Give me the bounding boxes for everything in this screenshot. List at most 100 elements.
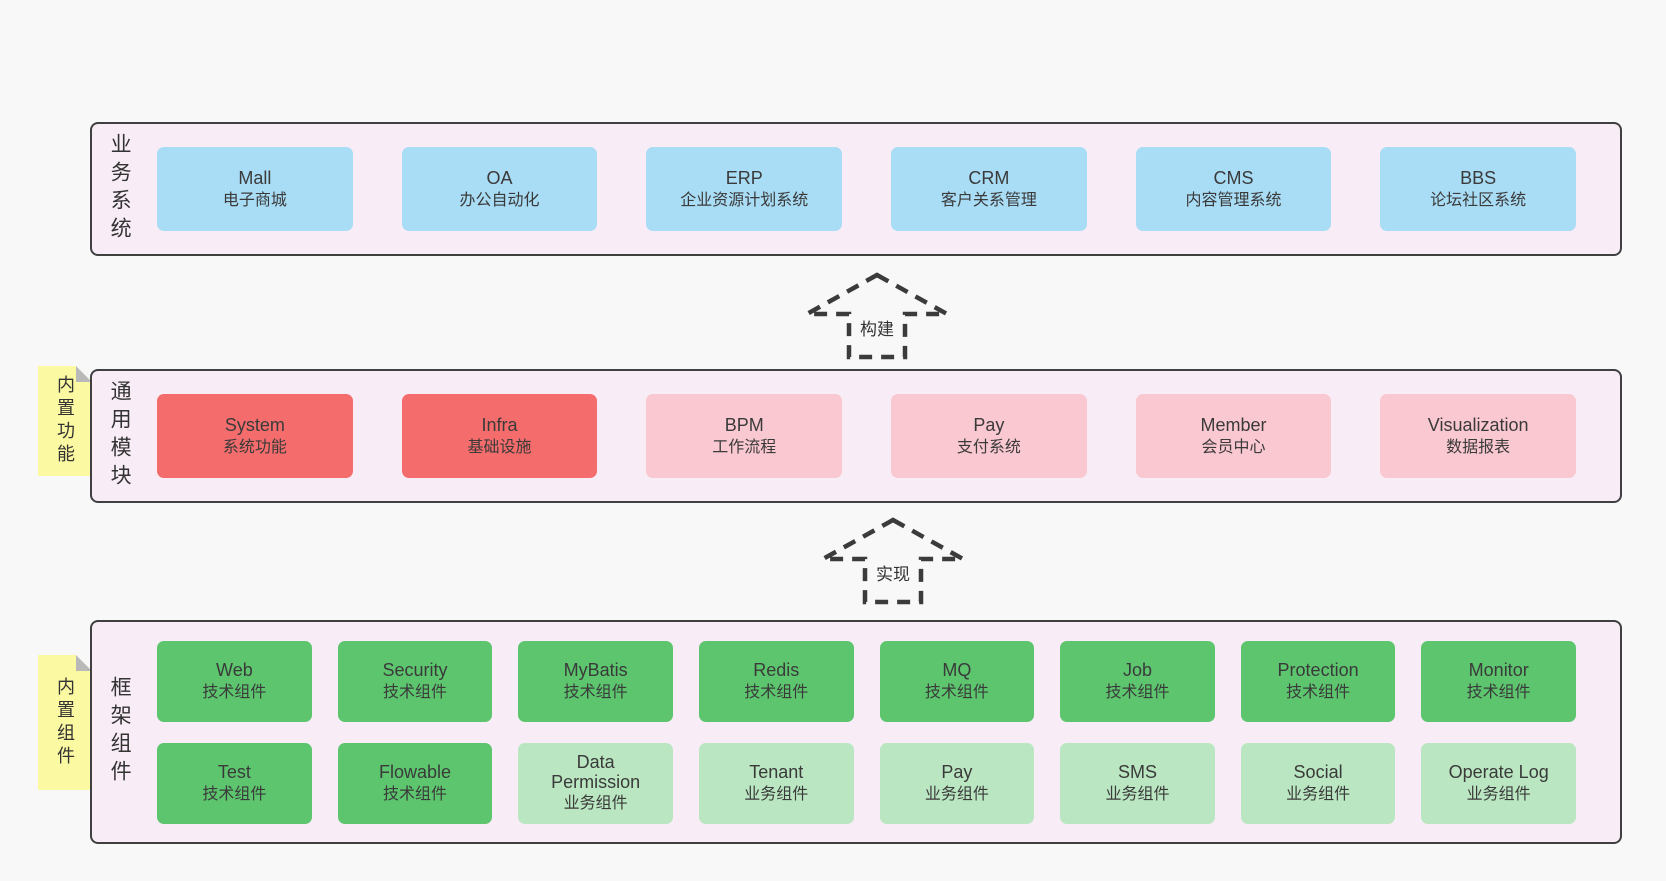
box-job: Job 技术组件 bbox=[1060, 640, 1215, 722]
box-title: Monitor bbox=[1468, 659, 1529, 680]
box-title: ERP bbox=[725, 167, 763, 188]
box-infra: Infra 基础设施 bbox=[401, 394, 598, 478]
box-subtitle: 办公自动化 bbox=[459, 191, 540, 209]
band-framework-components-label: 框架组件 bbox=[108, 676, 132, 788]
box-subtitle: 业务组件 bbox=[1286, 785, 1351, 803]
box-subtitle: 技术组件 bbox=[1466, 683, 1531, 701]
arrow-build-label: 构建 bbox=[857, 315, 897, 340]
box-title: Operate Log bbox=[1448, 761, 1549, 782]
band-business-systems-label: 业务系统 bbox=[108, 133, 132, 245]
box-subtitle: 业务组件 bbox=[744, 785, 809, 803]
box-oa: OA 办公自动化 bbox=[401, 147, 598, 231]
box-monitor: Monitor 技术组件 bbox=[1421, 640, 1576, 722]
box-title: Security bbox=[382, 659, 448, 680]
box-subtitle: 技术组件 bbox=[202, 785, 267, 803]
box-security: Security 技术组件 bbox=[337, 640, 493, 722]
box-title: MQ bbox=[942, 659, 972, 680]
box-protection: Protection 技术组件 bbox=[1240, 640, 1396, 722]
note-built-in-components: 内置组件 bbox=[38, 655, 92, 790]
box-test: Test 技术组件 bbox=[157, 742, 312, 824]
box-title: Redis bbox=[753, 659, 800, 680]
box-tenant: Tenant 业务组件 bbox=[698, 742, 854, 824]
box-pay: Pay 支付系统 bbox=[891, 394, 1087, 478]
business-systems-grid: Mall 电子商城 OA 办公自动化 ERP 企业资源计划系统 CRM 客户关系… bbox=[157, 147, 1576, 231]
box-flowable: Flowable 技术组件 bbox=[337, 742, 493, 824]
band-common-modules-label: 通用模块 bbox=[108, 380, 132, 492]
box-mybatis: MyBatis 技术组件 bbox=[518, 640, 673, 722]
box-subtitle: 内容管理系统 bbox=[1185, 191, 1282, 209]
note-built-in-components-label: 内置组件 bbox=[55, 676, 75, 769]
box-subtitle: 电子商城 bbox=[222, 191, 287, 209]
arrow-implement-label: 实现 bbox=[873, 560, 913, 585]
common-modules-grid: System 系统功能 Infra 基础设施 BPM 工作流程 Pay 支付系统… bbox=[157, 394, 1576, 478]
box-subtitle: 技术组件 bbox=[383, 785, 448, 803]
note-built-in-features: 内置功能 bbox=[38, 366, 92, 476]
box-subtitle: 技术组件 bbox=[1105, 683, 1170, 701]
box-subtitle: 会员中心 bbox=[1201, 438, 1266, 456]
box-crm: CRM 客户关系管理 bbox=[891, 147, 1087, 231]
box-operate-log: Operate Log 业务组件 bbox=[1421, 742, 1576, 824]
box-pay-business: Pay 业务组件 bbox=[879, 742, 1035, 824]
box-title: MyBatis bbox=[563, 659, 628, 680]
box-title: Protection bbox=[1277, 659, 1359, 680]
box-system: System 系统功能 bbox=[157, 394, 353, 478]
box-title: BBS bbox=[1460, 167, 1497, 188]
box-mall: Mall 电子商城 bbox=[157, 147, 353, 231]
box-title: Social bbox=[1293, 761, 1343, 782]
box-title: SMS bbox=[1117, 761, 1157, 782]
box-visualization: Visualization 数据报表 bbox=[1380, 394, 1576, 478]
arrow-implement: 实现 bbox=[814, 516, 972, 606]
box-title: System bbox=[224, 414, 285, 435]
arrow-build: 构建 bbox=[798, 271, 956, 361]
box-data-permission: Data Permission 业务组件 bbox=[518, 742, 673, 824]
box-subtitle: 业务组件 bbox=[924, 785, 989, 803]
box-title: Job bbox=[1122, 659, 1152, 680]
box-mq: MQ 技术组件 bbox=[879, 640, 1035, 722]
box-subtitle: 企业资源计划系统 bbox=[680, 191, 809, 209]
box-bpm: BPM 工作流程 bbox=[646, 394, 843, 478]
box-subtitle: 支付系统 bbox=[956, 438, 1021, 456]
box-title: Member bbox=[1200, 414, 1267, 435]
box-subtitle: 技术组件 bbox=[744, 683, 809, 701]
box-subtitle: 客户关系管理 bbox=[940, 191, 1037, 209]
box-subtitle: 系统功能 bbox=[222, 438, 287, 456]
box-member: Member 会员中心 bbox=[1135, 394, 1332, 478]
box-title: Test bbox=[217, 761, 251, 782]
box-subtitle: 基础设施 bbox=[467, 438, 532, 456]
box-title: Web bbox=[216, 659, 253, 680]
box-subtitle: 技术组件 bbox=[924, 683, 989, 701]
box-bbs: BBS 论坛社区系统 bbox=[1380, 147, 1576, 231]
box-title: Pay bbox=[941, 761, 973, 782]
box-subtitle: 数据报表 bbox=[1446, 438, 1511, 456]
box-cms: CMS 内容管理系统 bbox=[1135, 147, 1332, 231]
box-title: Infra bbox=[481, 414, 518, 435]
box-subtitle: 业务组件 bbox=[563, 794, 628, 812]
box-redis: Redis 技术组件 bbox=[698, 640, 854, 722]
framework-components-grid: Web 技术组件 Security 技术组件 MyBatis 技术组件 Redi… bbox=[157, 640, 1576, 824]
box-title: Pay bbox=[973, 414, 1005, 435]
box-title: Flowable bbox=[378, 761, 452, 782]
band-framework-components: 框架组件 Web 技术组件 Security 技术组件 MyBatis 技术组件… bbox=[90, 620, 1622, 844]
box-subtitle: 工作流程 bbox=[712, 438, 777, 456]
note-built-in-features-label: 内置功能 bbox=[55, 375, 75, 467]
box-title: Visualization bbox=[1427, 414, 1529, 435]
box-subtitle: 技术组件 bbox=[383, 683, 448, 701]
band-common-modules: 通用模块 System 系统功能 Infra 基础设施 BPM 工作流程 Pay… bbox=[90, 369, 1622, 503]
box-subtitle: 技术组件 bbox=[563, 683, 628, 701]
box-web: Web 技术组件 bbox=[157, 640, 312, 722]
box-title: CRM bbox=[968, 167, 1010, 188]
box-social: Social 业务组件 bbox=[1240, 742, 1396, 824]
box-subtitle: 业务组件 bbox=[1466, 785, 1531, 803]
band-business-systems: 业务系统 Mall 电子商城 OA 办公自动化 ERP 企业资源计划系统 CRM… bbox=[90, 122, 1622, 256]
box-title: Mall bbox=[238, 167, 272, 188]
box-title: CMS bbox=[1213, 167, 1254, 188]
box-title: Data Permission bbox=[551, 751, 641, 793]
box-sms: SMS 业务组件 bbox=[1060, 742, 1215, 824]
box-subtitle: 论坛社区系统 bbox=[1430, 191, 1527, 209]
box-subtitle: 业务组件 bbox=[1105, 785, 1170, 803]
box-subtitle: 技术组件 bbox=[202, 683, 267, 701]
box-title: BPM bbox=[724, 414, 764, 435]
box-erp: ERP 企业资源计划系统 bbox=[646, 147, 843, 231]
box-title: Tenant bbox=[749, 761, 804, 782]
box-subtitle: 技术组件 bbox=[1286, 683, 1351, 701]
